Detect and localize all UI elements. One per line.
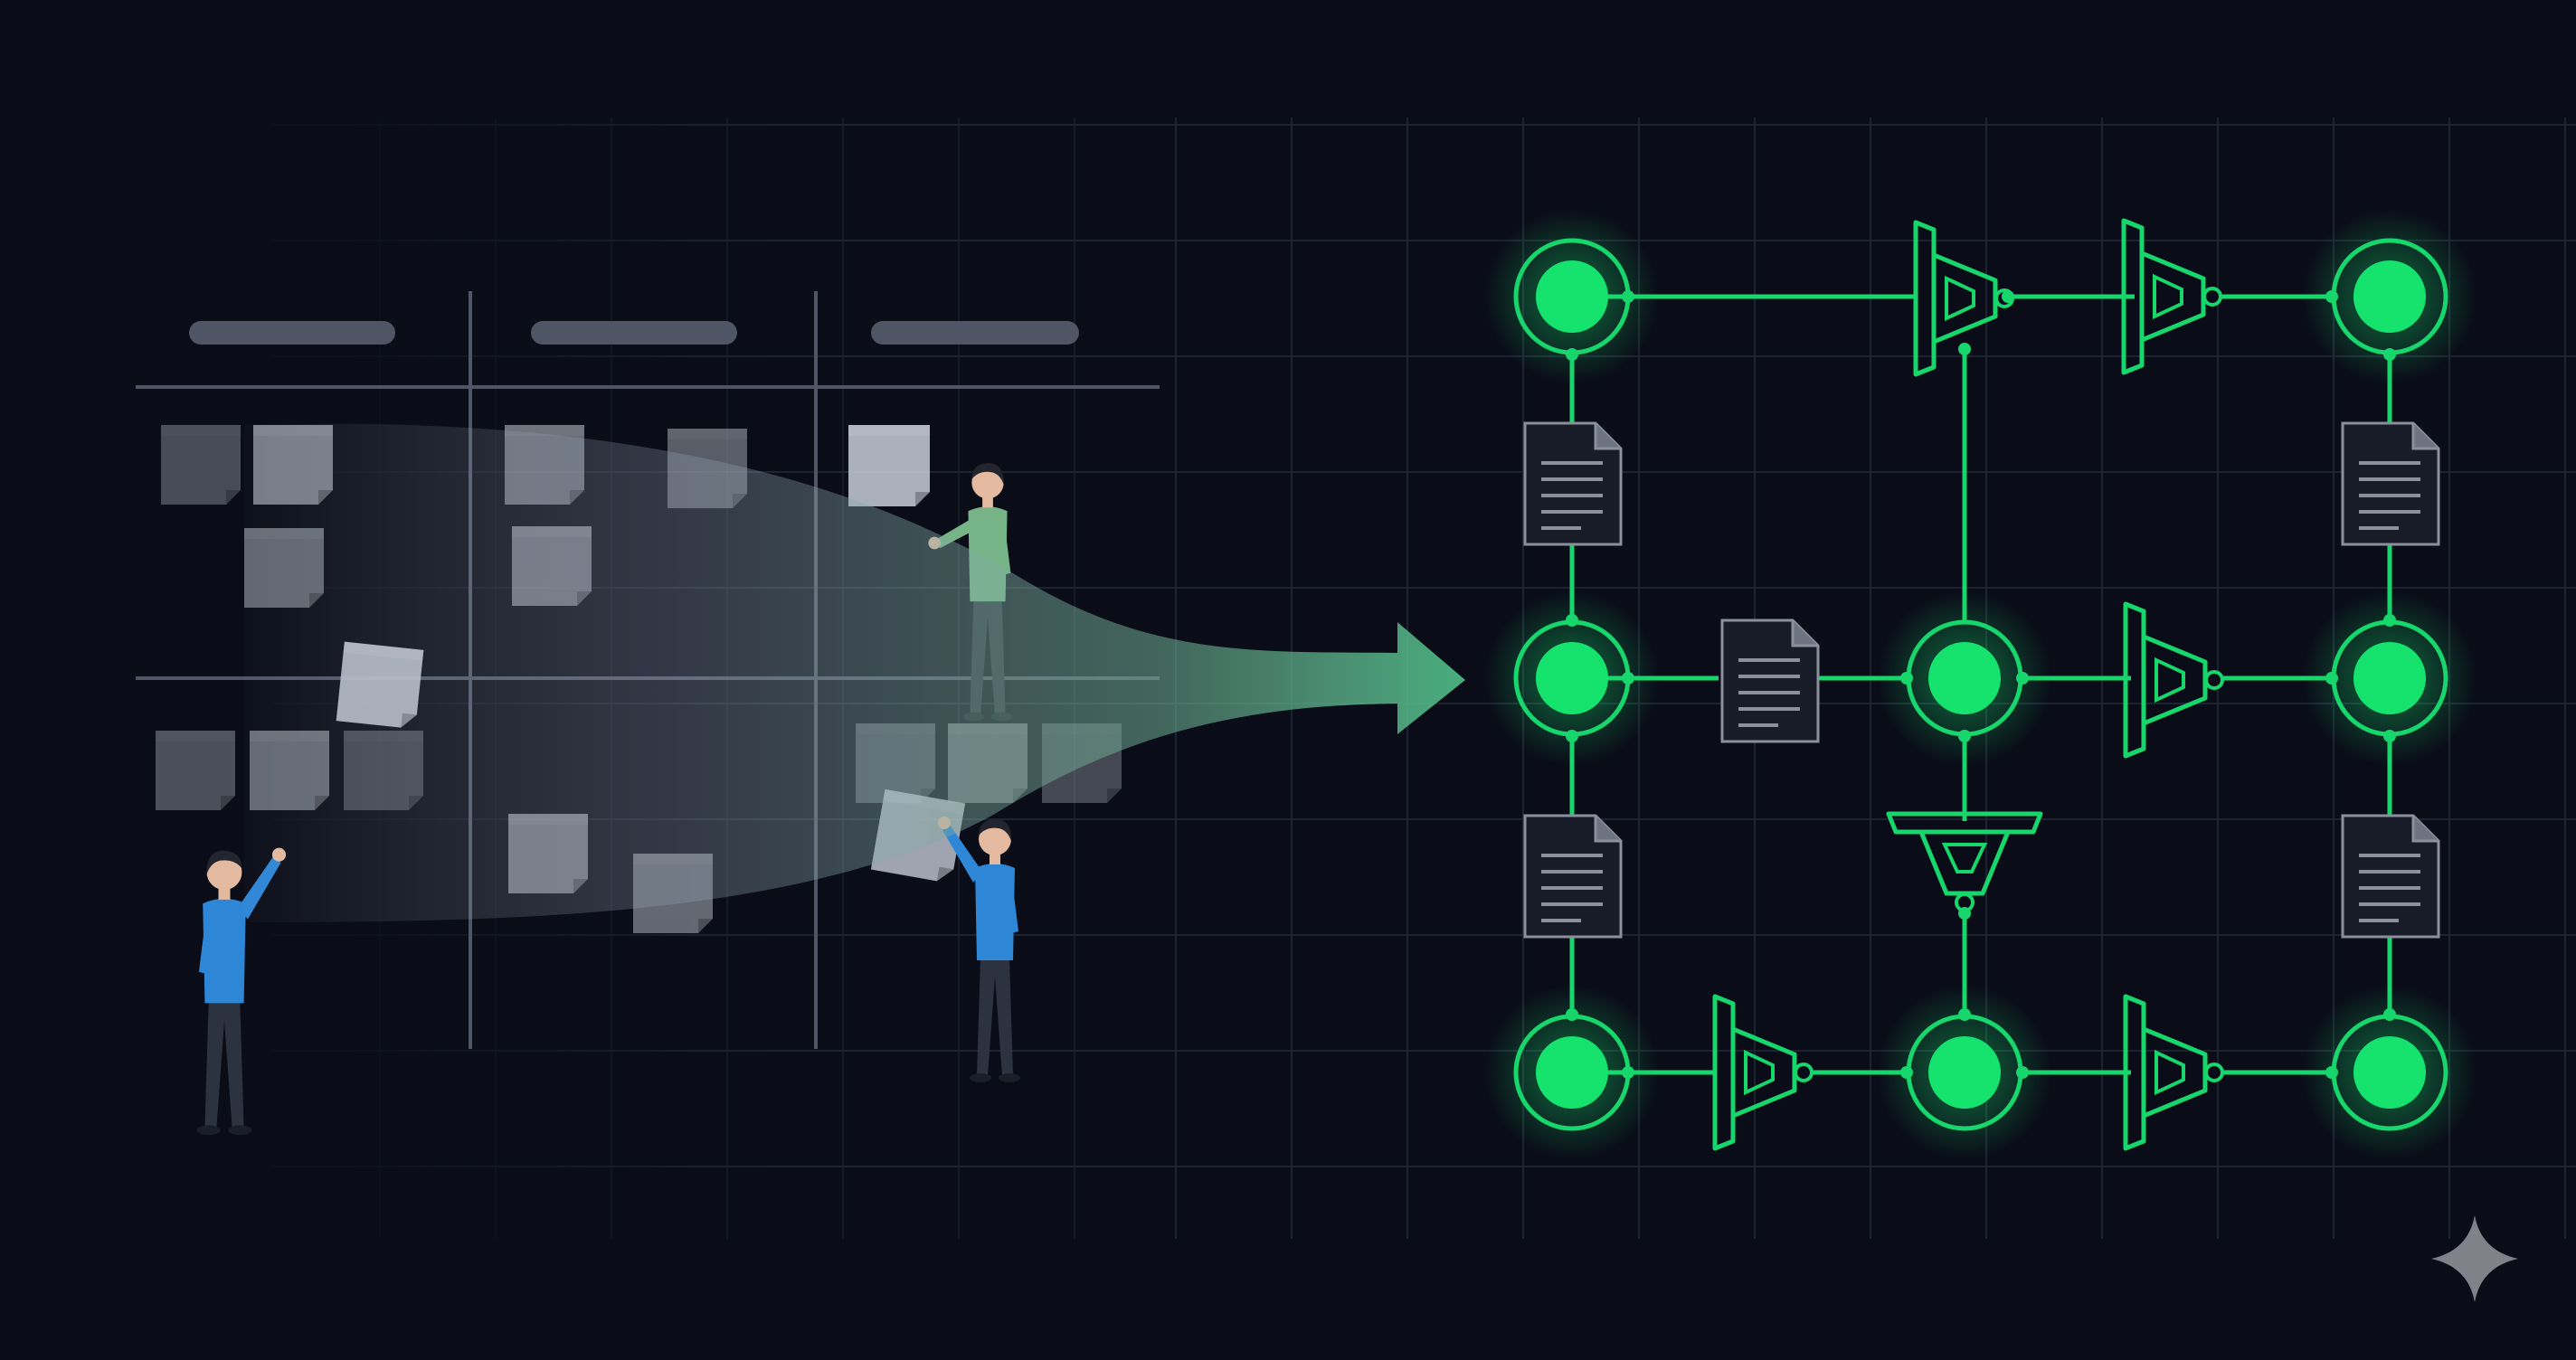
wire-junction [1566,614,1578,627]
document-icon [2341,421,2440,546]
wire-junction [1566,730,1578,742]
wire-junction [2016,672,2029,685]
node-core [2353,642,2426,714]
person-figure [196,847,287,1136]
wire-junction [1622,672,1634,685]
sparkle-icon [2431,1215,2518,1302]
sticky-note [161,425,241,505]
wire-junction [1958,1008,1971,1021]
document-icon [1523,814,1623,939]
wire-junction [2383,1008,2396,1021]
logic-gate [2123,994,2224,1151]
logic-gate [2123,601,2224,759]
wire-junction [1566,1008,1578,1021]
node-core [1928,642,2001,714]
wire-junction [2325,1066,2338,1079]
document-icon [1720,619,1820,743]
node-core [1536,642,1608,714]
node-core [2353,1036,2426,1109]
wire-junction [2002,290,2014,303]
wire-junction [1900,672,1913,685]
wire-junction [1622,1066,1634,1079]
sticky-note [848,425,930,506]
wire-junction [1958,343,1971,355]
wire-junction [2325,290,2338,303]
node-core [1928,1036,2001,1109]
wire-junction [1958,907,1971,920]
node-core [1536,1036,1608,1109]
document-icon [2341,814,2440,939]
wire-junction [1900,1066,1913,1079]
wire-junction [2325,672,2338,685]
node-core [1536,260,1608,333]
flow-arrow-shape [244,423,1465,922]
wire-junction [1622,290,1634,303]
sticky-note [156,731,235,810]
flow-arrow [244,423,1465,922]
wire-junction [1958,730,1971,742]
logic-gate [1712,994,1814,1151]
wire-junction [2383,348,2396,361]
wire-junction [2383,730,2396,742]
wire-junction [1566,348,1578,361]
document-icon [1523,421,1623,546]
wire-junction [2383,614,2396,627]
node-core [2353,260,2426,333]
logic-gate [2121,218,2222,375]
wire-junction [2016,1066,2029,1079]
logic-circuit [1485,210,2477,1159]
